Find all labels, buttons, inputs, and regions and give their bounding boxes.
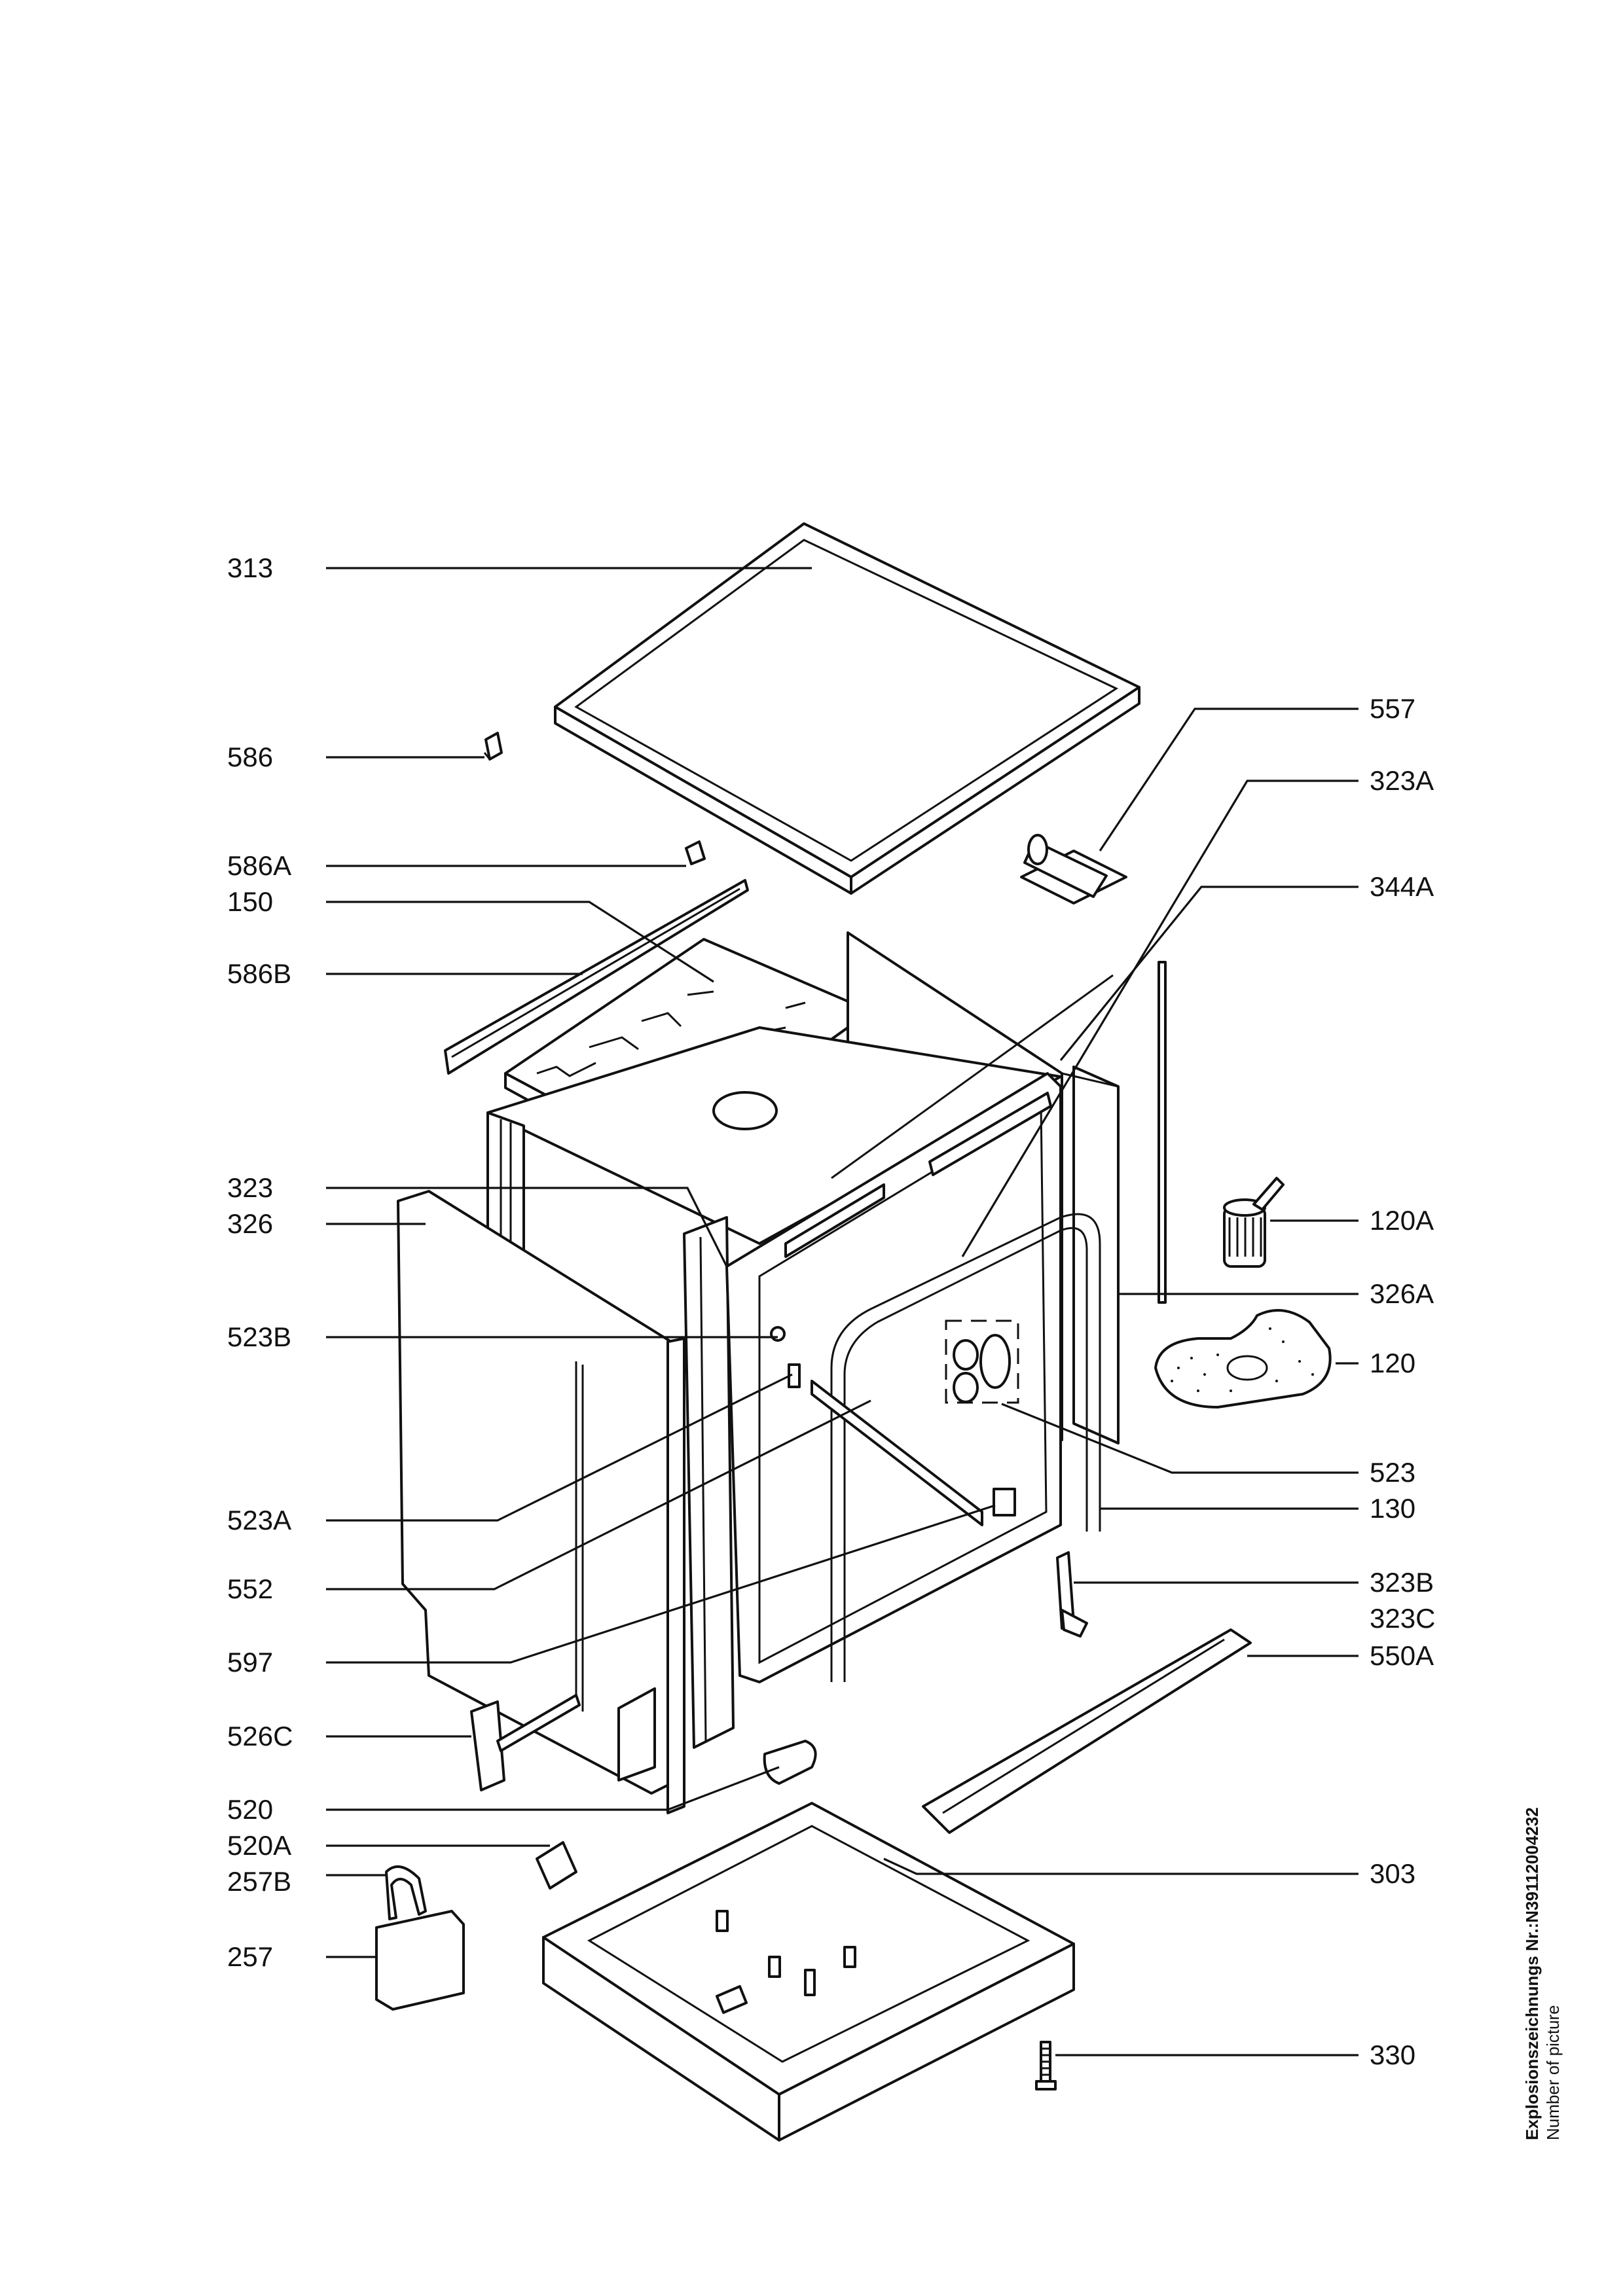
callout-323: 323: [227, 1172, 273, 1203]
callout-labels-left: 313 586 586A 150 586B 323 326 523B 523A …: [227, 552, 293, 1972]
callout-labels-right: 557 323A 344A 120A 326A 120 523 130 323B…: [1370, 693, 1435, 2070]
part-door-seal-130: [830, 1213, 1101, 1682]
part-connector-523: [945, 1319, 1019, 1404]
part-strip-344A: [1158, 961, 1167, 1304]
part-clip-586A: [685, 840, 706, 865]
callout-323C: 323C: [1370, 1603, 1435, 1634]
number-of-picture-label: Number of picture: [1543, 2005, 1563, 2140]
part-bracket-586: [483, 732, 503, 761]
part-filter-120A: [1223, 1177, 1285, 1268]
callout-550A: 550A: [1370, 1640, 1434, 1671]
part-clip-523B: [770, 1326, 786, 1342]
callout-597: 597: [227, 1647, 273, 1677]
part-clip-597: [993, 1488, 1016, 1516]
part-side-panel-326: [397, 1190, 685, 1814]
callout-523A: 523A: [227, 1505, 291, 1535]
part-container-257: [375, 1865, 465, 2011]
part-hinge-323B: [1056, 1551, 1088, 1638]
callout-257: 257: [227, 1941, 273, 1972]
callout-523: 523: [1370, 1457, 1415, 1488]
callout-552: 552: [227, 1573, 273, 1604]
part-kick-strip-550A: [922, 1628, 1252, 1834]
part-worktop-313: [554, 522, 1140, 895]
callout-303: 303: [1370, 1858, 1415, 1889]
part-clip-520A: [536, 1841, 577, 1890]
explosion-drawing-number: Explosionszeichnungs Nr.:N3911200423​2: [1522, 1807, 1542, 2140]
callout-586: 586: [227, 742, 273, 772]
callout-326A: 326A: [1370, 1278, 1434, 1309]
callout-120A: 120A: [1370, 1205, 1434, 1236]
callout-130: 130: [1370, 1493, 1415, 1524]
part-screw-330: [1035, 2041, 1057, 2090]
part-bracket-526C: [470, 1694, 581, 1791]
part-520: [763, 1740, 817, 1785]
part-base-303: [542, 1802, 1075, 2142]
callout-520: 520: [227, 1794, 273, 1825]
callout-323A: 323A: [1370, 765, 1434, 796]
leader-lines-right: [883, 708, 1359, 2056]
part-foil-557: [1020, 834, 1127, 905]
callout-557: 557: [1370, 693, 1415, 724]
part-filter-plate-120: [1154, 1309, 1332, 1408]
callout-344A: 344A: [1370, 871, 1434, 902]
callout-150: 150: [227, 886, 273, 917]
callout-523B: 523B: [227, 1321, 291, 1352]
callout-586B: 586B: [227, 958, 291, 989]
callout-520A: 520A: [227, 1830, 291, 1861]
callout-323B: 323B: [1370, 1567, 1434, 1598]
callout-313: 313: [227, 552, 273, 583]
callout-326: 326: [227, 1208, 273, 1239]
leader-lines-left: [326, 567, 996, 1958]
part-rail-552: [811, 1380, 983, 1526]
callout-330: 330: [1370, 2039, 1415, 2070]
callout-120: 120: [1370, 1348, 1415, 1378]
callout-586A: 586A: [227, 850, 291, 881]
callout-257B: 257B: [227, 1866, 291, 1897]
callout-526C: 526C: [227, 1721, 293, 1751]
